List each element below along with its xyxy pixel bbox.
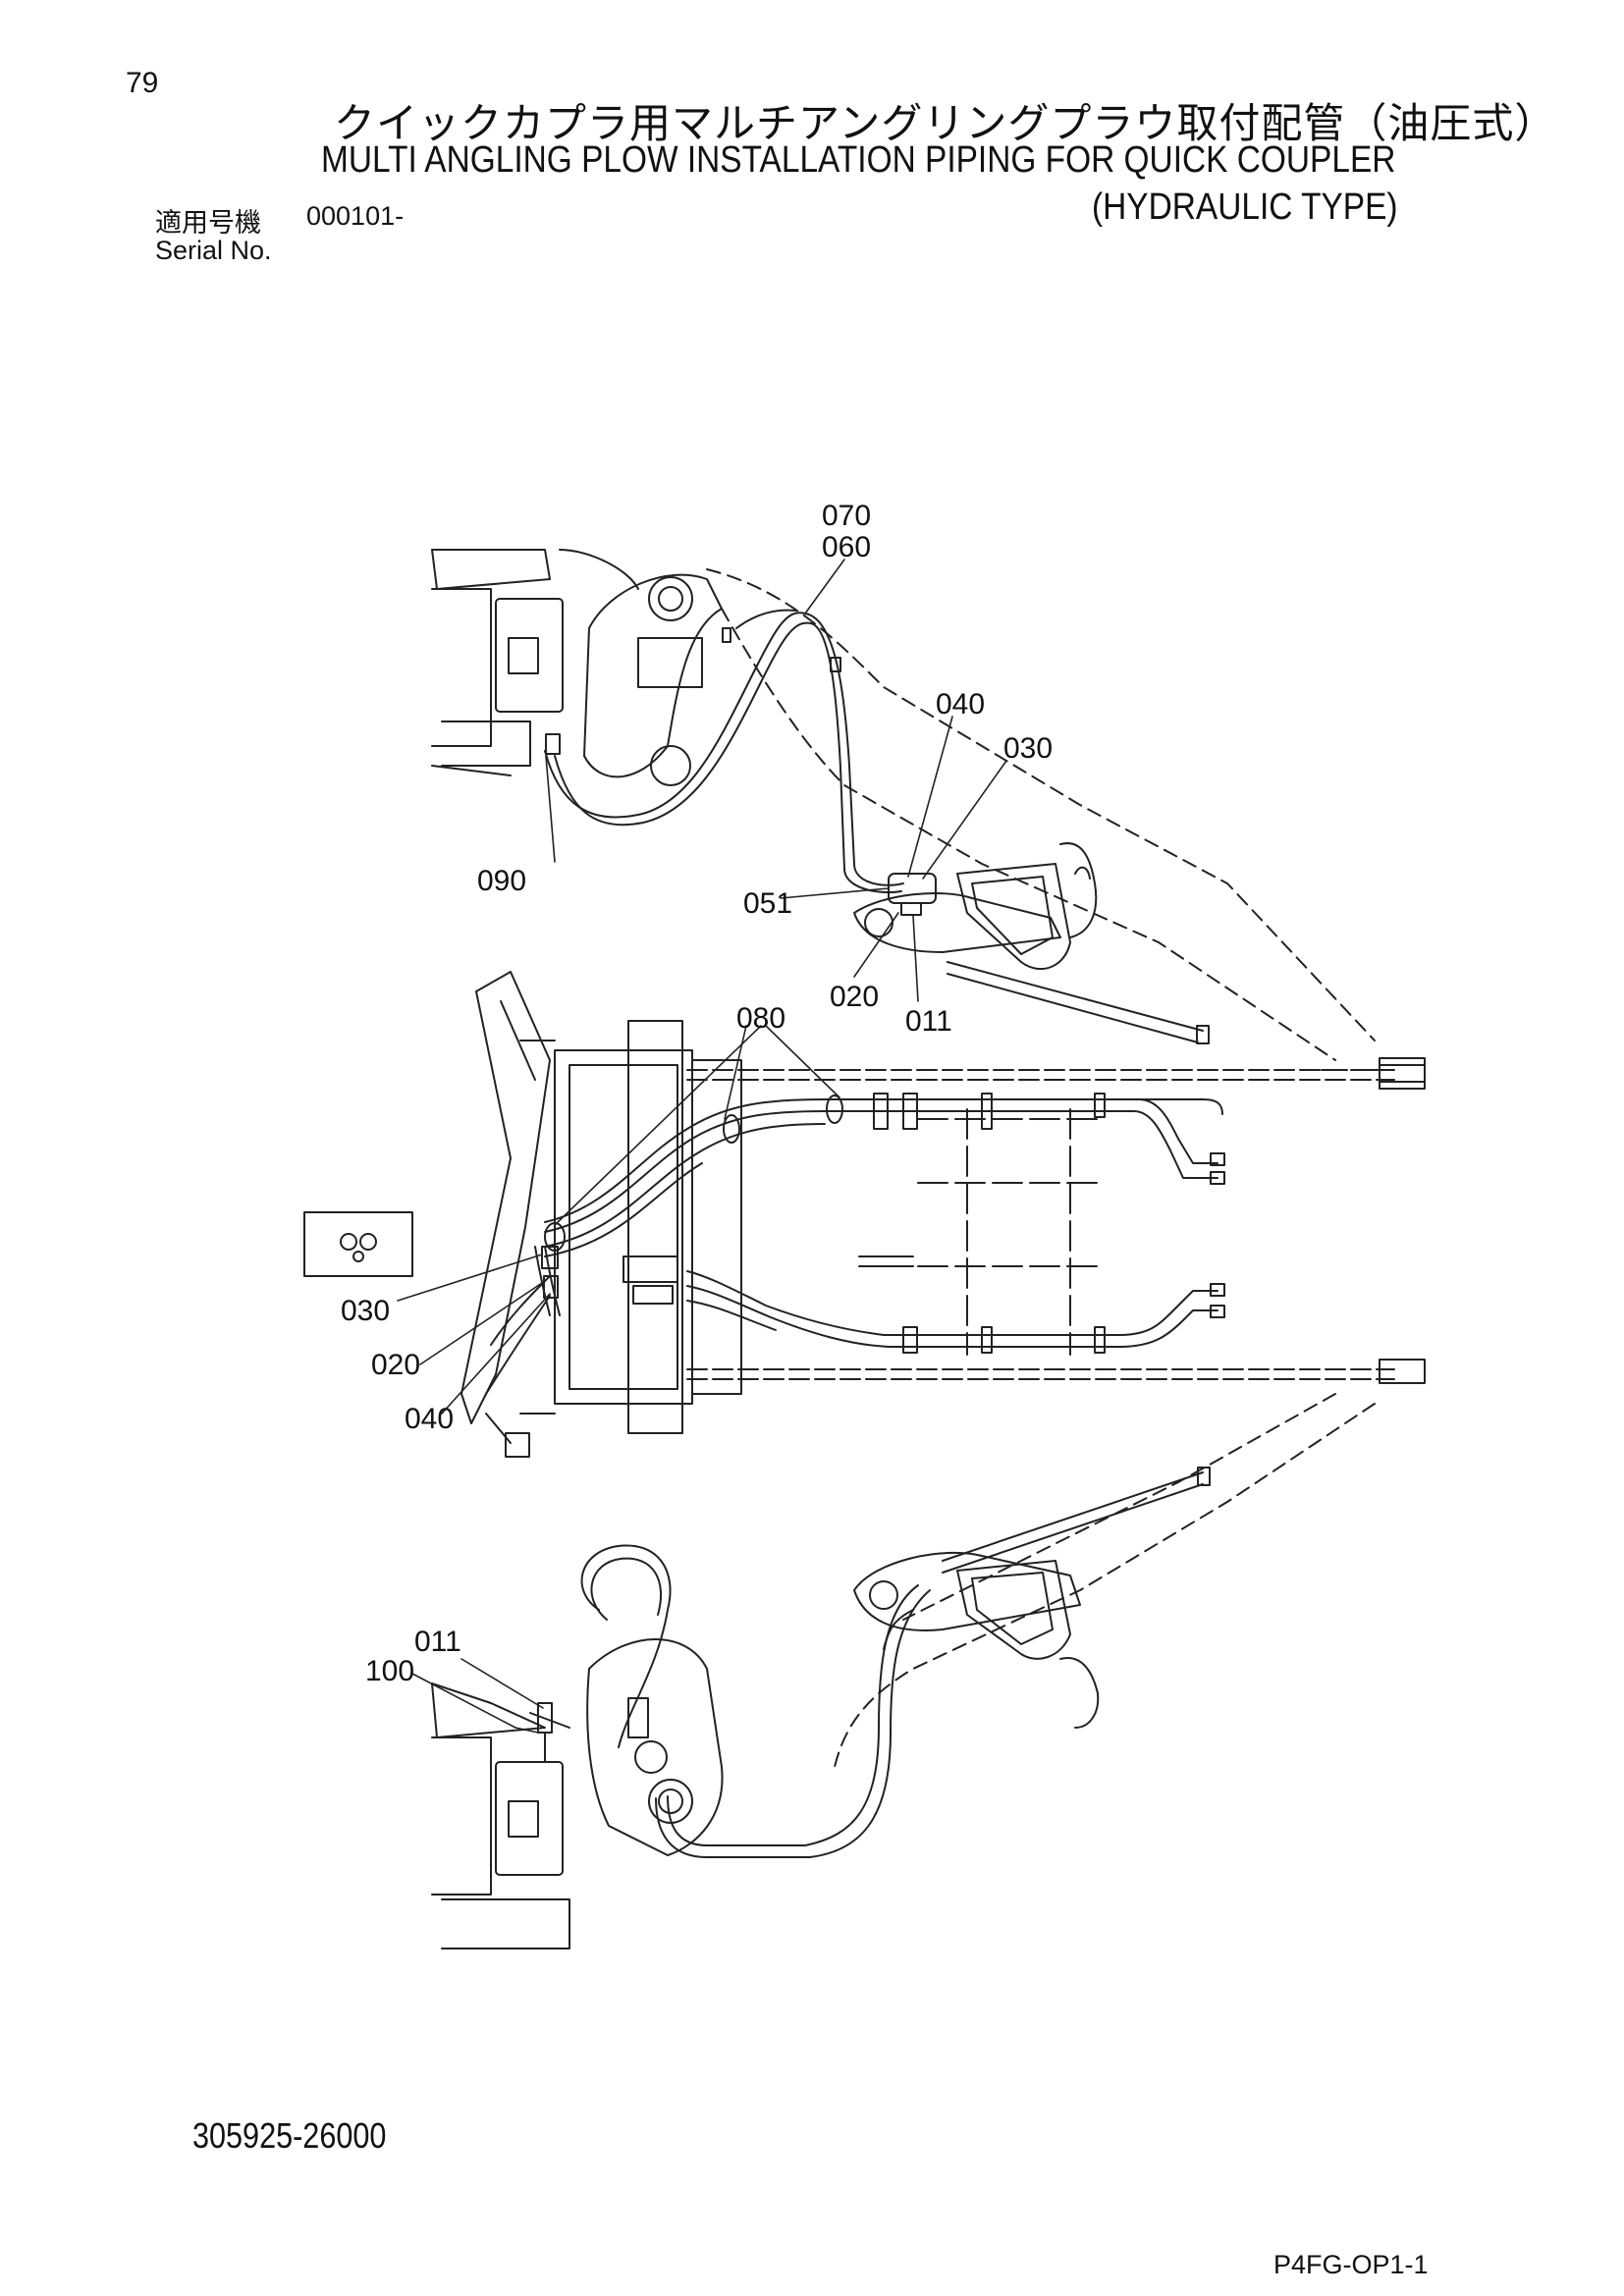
callout-011-lower: 011 xyxy=(414,1626,461,1658)
serial-value: 000101- xyxy=(306,201,405,231)
callout-011-upper: 011 xyxy=(905,1005,952,1038)
leader-lines xyxy=(397,559,1007,1734)
page-code: P4FG-OP1-1 xyxy=(1273,2250,1429,2279)
callout-040-upper: 040 xyxy=(936,688,985,721)
callout-020-plan: 020 xyxy=(371,1349,420,1381)
callout-051: 051 xyxy=(743,887,792,920)
callout-080: 080 xyxy=(736,1002,785,1035)
serial-label-japanese: 適用号機 xyxy=(155,208,261,239)
part-number: 305925-26000 xyxy=(192,2115,387,2156)
page-number: 79 xyxy=(126,67,159,99)
callout-030-upper: 030 xyxy=(1003,732,1053,765)
lower-side-view xyxy=(431,1393,1376,1949)
serial-label-english: Serial No. xyxy=(155,236,272,265)
upper-side-view xyxy=(431,549,1426,1083)
plan-view xyxy=(303,971,1426,1458)
callout-060: 060 xyxy=(822,531,871,563)
callout-030-plan: 030 xyxy=(341,1295,390,1327)
callout-100: 100 xyxy=(365,1655,414,1687)
title-english-subtitle: (HYDRAULIC TYPE) xyxy=(1092,187,1398,228)
callout-040-plan: 040 xyxy=(405,1403,454,1435)
callout-070: 070 xyxy=(822,500,871,532)
callout-020-upper: 020 xyxy=(830,981,879,1013)
callout-090: 090 xyxy=(477,865,526,897)
title-japanese: クイックカプラ用マルチアングリングプラウ取付配管（油圧式） xyxy=(334,99,1557,147)
title-english: MULTI ANGLING PLOW INSTALLATION PIPING F… xyxy=(321,139,1396,181)
